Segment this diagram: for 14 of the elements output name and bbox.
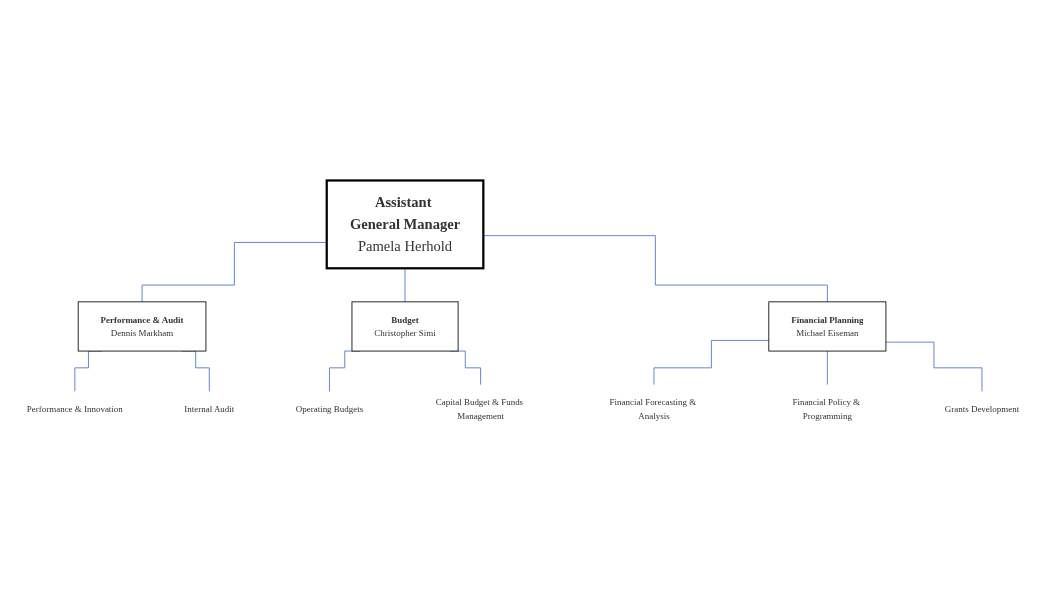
node-text: Capital Budget & Funds Management	[435, 397, 524, 421]
node-text: Financial Forecasting & Analysis	[609, 397, 697, 421]
node-text: Grants Development	[944, 404, 1020, 414]
node-box: Assistant General Manager Pamela Herhold	[325, 179, 485, 270]
node-box: Financial Planning Michael Eiseman	[768, 301, 887, 352]
node-text: Internal Audit	[184, 404, 235, 414]
node-text: Operating Budgets	[295, 404, 364, 414]
node-text: Performance & Innovation	[26, 404, 123, 414]
connector	[885, 341, 983, 392]
connector	[826, 350, 828, 385]
node-text: Financial Policy & Programming	[792, 397, 861, 421]
node-box: Budget Christopher Simi	[351, 301, 459, 352]
node-box: Performance & Audit Dennis Markham	[77, 301, 207, 352]
connector	[653, 339, 770, 385]
